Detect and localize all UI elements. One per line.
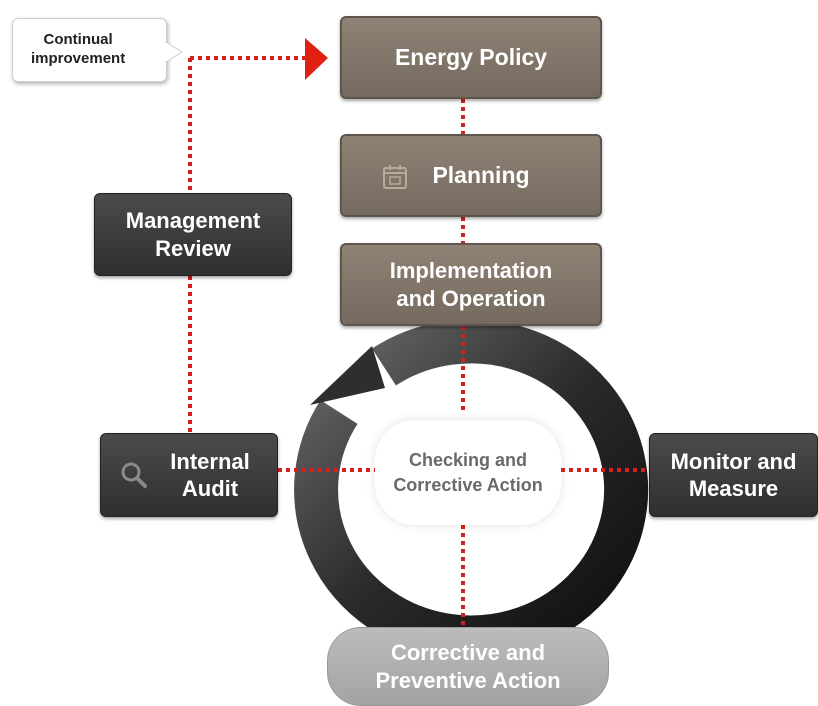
dotted-lines [188, 56, 649, 627]
monitor-measure-box: Monitor and Measure [649, 433, 818, 517]
continual-improvement-note: Continual improvement [12, 18, 167, 82]
implementation-box: Implementation and Operation [340, 243, 602, 326]
energy-policy-label: Energy Policy [394, 44, 548, 71]
monitor-measure-label: Monitor and Measure [670, 448, 797, 502]
planning-label: Planning [432, 162, 530, 189]
corrective-preventive-label: Corrective and Preventive Action [375, 640, 561, 693]
energy-policy-box: Energy Policy [340, 16, 602, 99]
management-review-label: Management Review [125, 208, 261, 261]
magnifier-icon [121, 462, 147, 488]
red-arrowhead [305, 38, 328, 80]
cycle-arrowhead [310, 346, 385, 405]
checking-corrective-center: Checking and Corrective Action [375, 420, 561, 525]
internal-audit-label: Internal Audit [170, 448, 250, 502]
checking-label: Checking and Corrective Action [393, 450, 543, 495]
implementation-label: Implementation and Operation [389, 258, 553, 311]
internal-audit-box: Internal Audit [100, 433, 278, 517]
corrective-preventive-box: Corrective and Preventive Action [327, 627, 609, 706]
management-review-box: Management Review [94, 193, 292, 276]
planning-box: Planning [340, 134, 602, 217]
calendar-icon [383, 165, 407, 189]
continual-improvement-label: Continual improvement [31, 31, 126, 67]
cycle-arrow [294, 319, 649, 660]
